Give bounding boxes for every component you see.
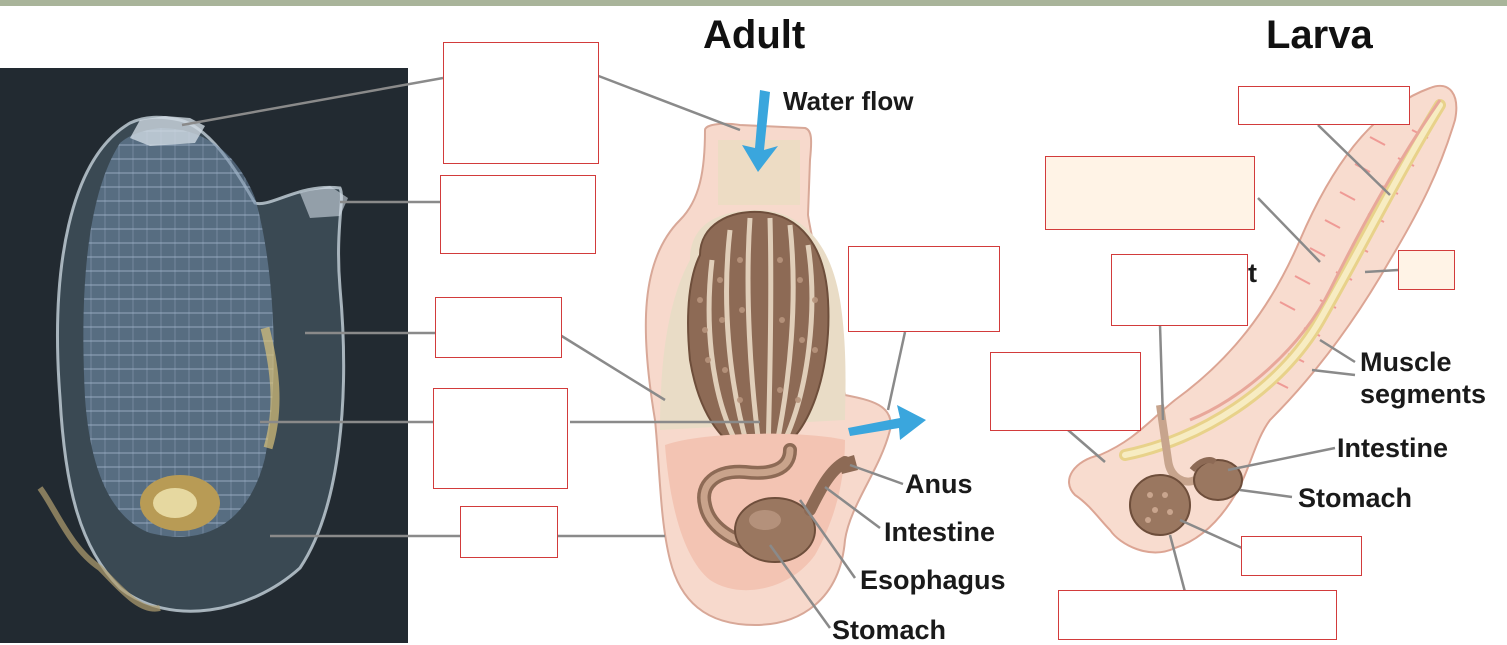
adult-intestine-label: Intestine [884,517,996,547]
answer-box-10[interactable] [1398,250,1455,290]
adult-title: Adult [703,13,806,57]
answer-box-1[interactable] [443,42,599,164]
larva-partial-label: t [1248,258,1257,288]
larva-body [1068,84,1458,554]
answer-box-4[interactable] [433,388,568,489]
adult-esophagus-label: Esophagus [860,565,1006,595]
larva-muscle-label-line2: segments [1360,379,1487,409]
arrow-down-icon [742,90,778,172]
answer-box-2[interactable] [440,175,596,254]
adult-body [644,122,892,627]
answer-box-6[interactable] [848,246,1000,332]
tunicate-photo [0,68,408,643]
answer-box-11[interactable] [990,352,1141,431]
answer-box-13[interactable] [1058,590,1337,640]
arrow-right-icon [848,405,926,440]
leader-lines [181,73,1399,629]
larva-title: Larva [1266,13,1373,57]
water-flow-label: Water flow [783,86,914,116]
answer-box-7[interactable] [1238,86,1410,125]
answer-box-9[interactable] [1111,254,1248,326]
adult-anus-label: Anus [905,469,973,499]
larva-stomach-label: Stomach [1298,483,1413,513]
answer-box-12[interactable] [1241,536,1362,576]
adult-stomach-label: Stomach [832,615,947,645]
answer-box-5[interactable] [460,506,558,558]
answer-box-3[interactable] [435,297,562,358]
top-border-strip [0,0,1507,6]
larva-intestine-label: Intestine [1337,433,1449,463]
larva-muscle-label-line1: Muscle [1360,347,1452,377]
answer-box-8[interactable] [1045,156,1255,230]
